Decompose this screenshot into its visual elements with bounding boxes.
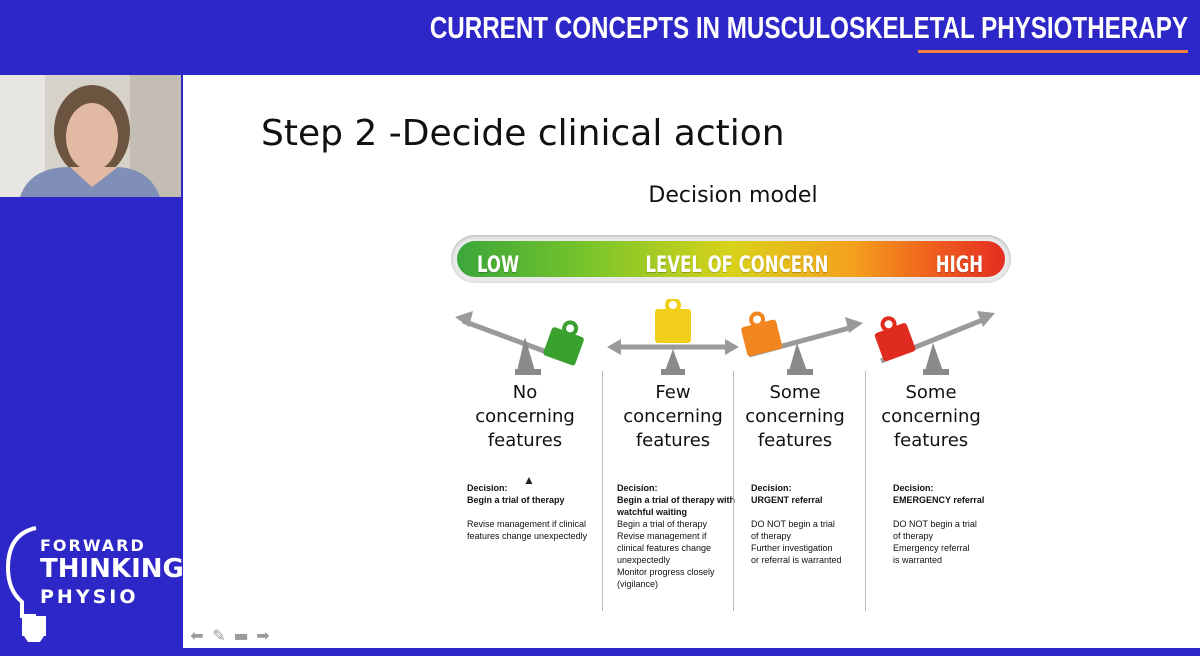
lightbulb-icon bbox=[6, 526, 46, 642]
forward-thinking-physio-logo: FORWARD THINKING PHYSIO bbox=[6, 524, 184, 642]
presenter-video bbox=[0, 75, 181, 197]
logo-line-3: PHYSIO bbox=[40, 586, 139, 608]
presenter-webcam bbox=[0, 75, 181, 197]
column-heading: Some concerning features bbox=[745, 382, 845, 451]
banner-underline bbox=[918, 50, 1188, 53]
arrow-right-icon[interactable]: ➡ bbox=[256, 626, 270, 645]
decision-text: Decision: URGENT referral DO NOT begin a… bbox=[751, 483, 842, 565]
seesaw-high-icon bbox=[874, 311, 995, 375]
concern-low-label: LOW bbox=[477, 253, 520, 278]
concern-high-label: HIGH bbox=[935, 253, 983, 278]
mouse-cursor-icon: ▲ bbox=[523, 473, 535, 487]
column-heading: Few concerning features bbox=[623, 382, 723, 451]
banner-title: CURRENT CONCEPTS IN MUSCULOSKELETAL PHYS… bbox=[429, 10, 1188, 45]
pen-icon[interactable]: ✎ bbox=[212, 626, 226, 645]
slide-nav-controls[interactable]: ⬅ ✎ ▬ ➡ bbox=[188, 626, 272, 645]
slide-subtitle: Decision model bbox=[648, 183, 818, 208]
column-heading: Some concerning features bbox=[881, 382, 981, 451]
concern-middle-label: LEVEL OF CONCERN bbox=[645, 253, 829, 278]
column-divider bbox=[865, 371, 866, 611]
decision-text: Decision: Begin a trial of therapy with … bbox=[617, 483, 736, 589]
seesaw-balanced-icon bbox=[607, 299, 739, 375]
column-divider bbox=[602, 371, 603, 611]
slides-icon[interactable]: ▬ bbox=[233, 626, 249, 645]
bottom-strip bbox=[183, 648, 1200, 656]
slide-title: Step 2 -Decide clinical action bbox=[261, 113, 785, 154]
level-of-concern-bar: LOW LEVEL OF CONCERN HIGH bbox=[451, 235, 1011, 283]
header-banner: CURRENT CONCEPTS IN MUSCULOSKELETAL PHYS… bbox=[0, 0, 1200, 72]
logo-line-2: THINKING bbox=[40, 554, 184, 584]
decision-text: Decision: Begin a trial of therapy Revis… bbox=[467, 483, 588, 541]
seesaw-tilt-icon bbox=[741, 311, 863, 375]
column-divider bbox=[733, 371, 734, 611]
presentation-slide: Step 2 -Decide clinical action Decision … bbox=[183, 75, 1200, 648]
concern-gradient: LOW LEVEL OF CONCERN HIGH bbox=[457, 241, 1005, 278]
arrow-left-icon[interactable]: ⬅ bbox=[190, 626, 204, 645]
column-heading: No concerning features bbox=[475, 382, 575, 451]
seesaw-low-icon bbox=[455, 311, 584, 375]
decision-text: Decision: EMERGENCY referral DO NOT begi… bbox=[893, 483, 985, 565]
logo-line-1: FORWARD bbox=[40, 536, 146, 555]
